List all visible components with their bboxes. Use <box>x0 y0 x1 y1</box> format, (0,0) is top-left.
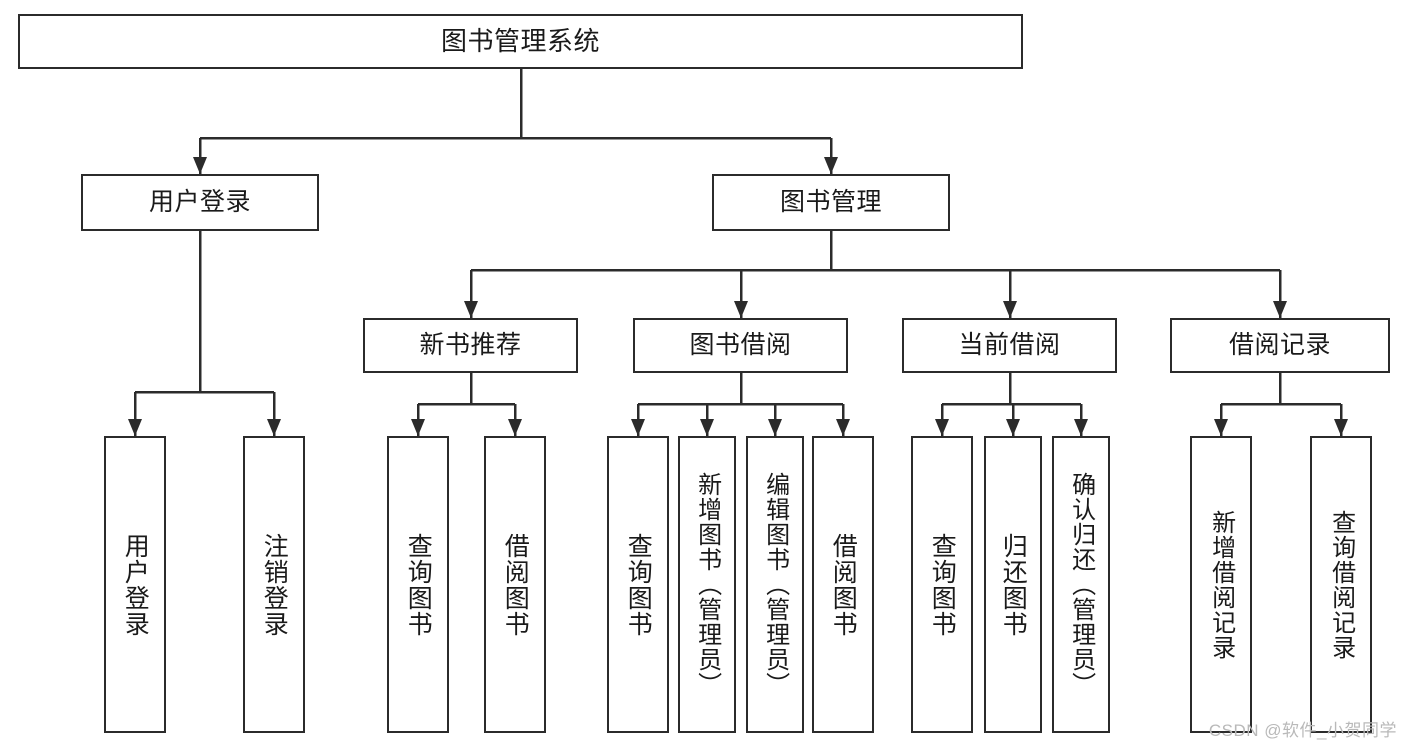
arrow-head-icon <box>193 157 207 174</box>
node-login[interactable]: 用户登录 <box>81 174 319 231</box>
node-leaf-cur-confirm[interactable]: 确认归还（管理员） <box>1052 436 1110 733</box>
node-leaf-br-query[interactable]: 查询图书 <box>607 436 669 733</box>
node-label: 当前借阅 <box>958 330 1061 359</box>
arrow-head-icon <box>935 419 949 436</box>
node-leaf-user-logout[interactable]: 注销登录 <box>243 436 305 733</box>
node-label: 用户登录 <box>148 187 251 216</box>
node-label: 查询图书 <box>404 532 433 637</box>
node-label: 图书借阅 <box>689 330 792 359</box>
node-leaf-br-borrow[interactable]: 借阅图书 <box>812 436 874 733</box>
node-label: 归还图书 <box>999 532 1028 637</box>
node-label: 图书管理 <box>779 187 882 216</box>
node-label: 新增图书（管理员） <box>693 472 721 697</box>
arrow-head-icon <box>700 419 714 436</box>
node-current[interactable]: 当前借阅 <box>902 318 1117 373</box>
arrow-head-icon <box>824 157 838 174</box>
node-newbook[interactable]: 新书推荐 <box>363 318 578 373</box>
arrow-head-icon <box>836 419 850 436</box>
node-label: 注销登录 <box>260 532 289 637</box>
arrow-head-icon <box>411 419 425 436</box>
node-leaf-rec-query[interactable]: 查询借阅记录 <box>1310 436 1372 733</box>
node-label: 查询图书 <box>624 532 653 637</box>
node-leaf-cur-return[interactable]: 归还图书 <box>984 436 1042 733</box>
node-label: 用户登录 <box>121 532 150 637</box>
node-leaf-br-edit[interactable]: 编辑图书（管理员） <box>746 436 804 733</box>
arrow-head-icon <box>1334 419 1348 436</box>
arrow-head-icon <box>464 301 478 318</box>
arrow-head-icon <box>267 419 281 436</box>
node-label: 新书推荐 <box>419 330 522 359</box>
node-label: 确认归还（管理员） <box>1067 472 1095 697</box>
node-bookmgmt[interactable]: 图书管理 <box>712 174 950 231</box>
node-leaf-new-borrow[interactable]: 借阅图书 <box>484 436 546 733</box>
arrow-head-icon <box>631 419 645 436</box>
arrow-head-icon <box>1214 419 1228 436</box>
arrow-head-icon <box>128 419 142 436</box>
arrow-head-icon <box>734 301 748 318</box>
node-leaf-new-query[interactable]: 查询图书 <box>387 436 449 733</box>
arrow-head-icon <box>1003 301 1017 318</box>
node-borrow[interactable]: 图书借阅 <box>633 318 848 373</box>
node-label: 查询借阅记录 <box>1327 509 1355 660</box>
node-leaf-cur-query[interactable]: 查询图书 <box>911 436 973 733</box>
arrow-head-icon <box>1074 419 1088 436</box>
arrow-head-icon <box>1006 419 1020 436</box>
node-label: 借阅图书 <box>501 532 530 637</box>
node-label: 借阅记录 <box>1228 330 1331 359</box>
node-label: 新增借阅记录 <box>1207 509 1235 660</box>
node-label: 借阅图书 <box>829 532 858 637</box>
arrow-head-icon <box>768 419 782 436</box>
node-label: 图书管理系统 <box>440 26 600 57</box>
node-label: 编辑图书（管理员） <box>761 472 789 697</box>
node-leaf-rec-add[interactable]: 新增借阅记录 <box>1190 436 1252 733</box>
node-label: 查询图书 <box>928 532 957 637</box>
node-leaf-user-login[interactable]: 用户登录 <box>104 436 166 733</box>
node-leaf-br-add[interactable]: 新增图书（管理员） <box>678 436 736 733</box>
node-root[interactable]: 图书管理系统 <box>18 14 1023 69</box>
arrow-head-icon <box>508 419 522 436</box>
arrow-head-icon <box>1273 301 1287 318</box>
node-records[interactable]: 借阅记录 <box>1170 318 1390 373</box>
csdn-watermark: CSDN @软件_小贺同学 <box>1208 721 1397 740</box>
